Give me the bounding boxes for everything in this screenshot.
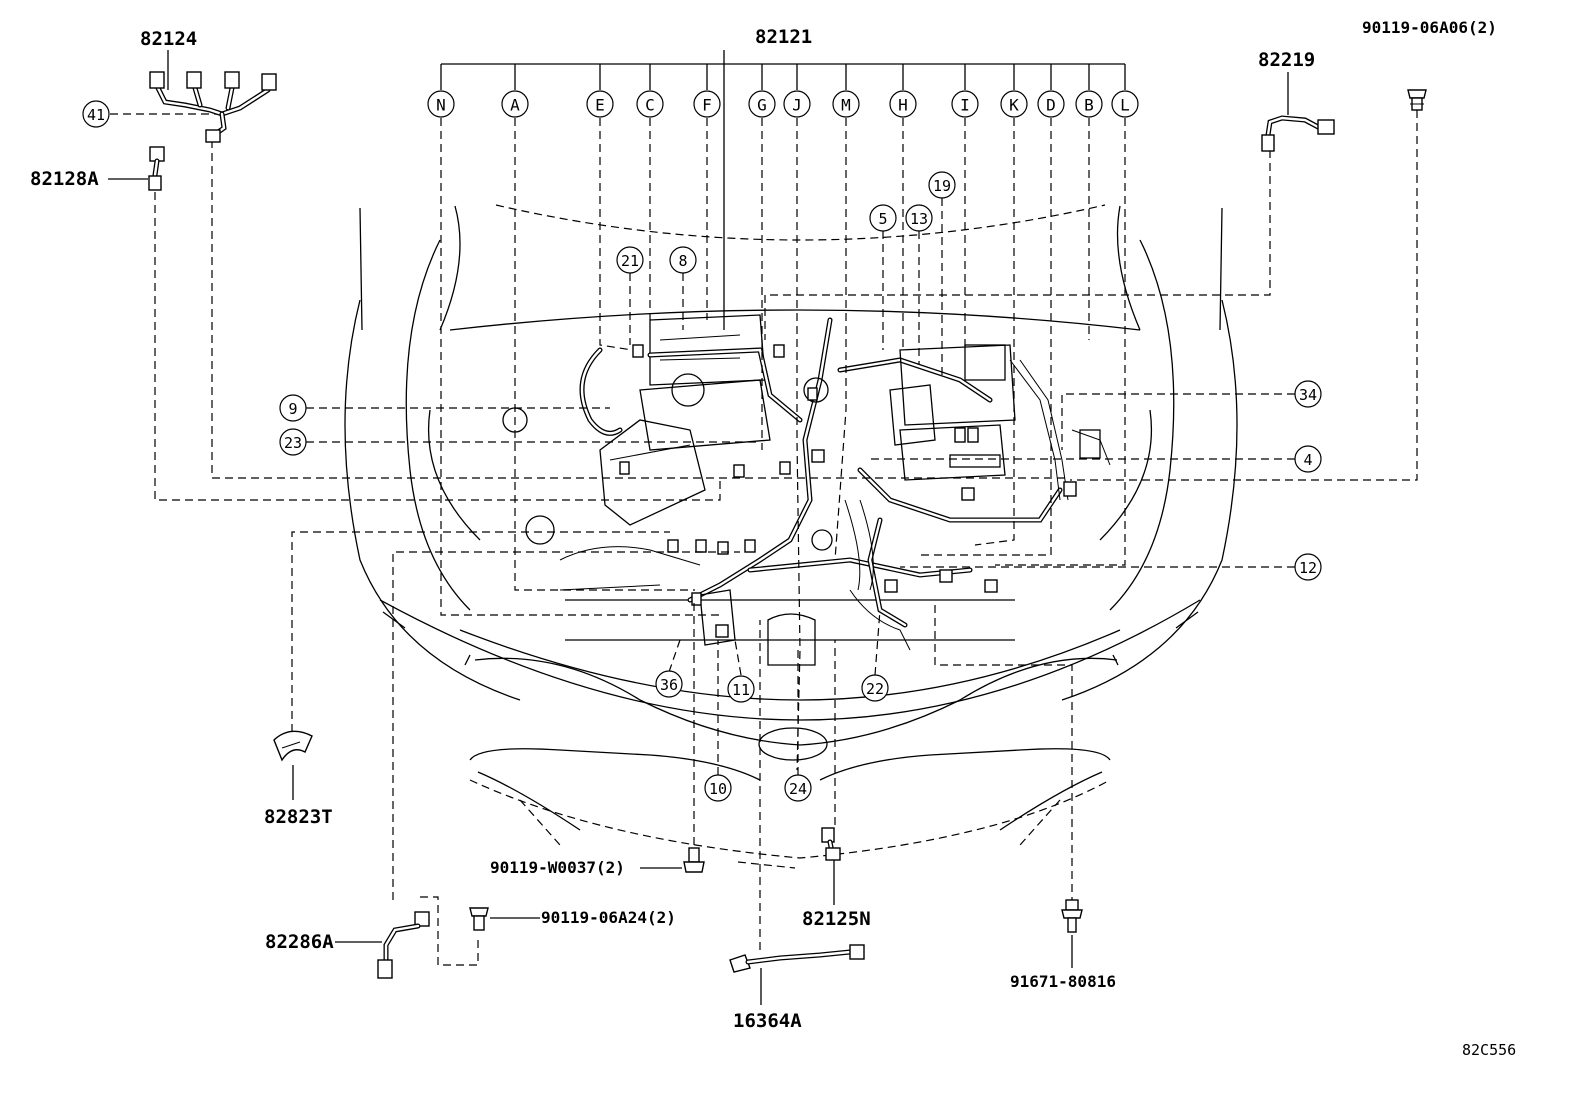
number-callout-22: 22 [861,674,889,702]
svg-text:34: 34 [1299,386,1317,404]
part-82823T-illustration [273,730,313,762]
svg-text:8: 8 [678,252,687,270]
svg-text:L: L [1120,96,1130,115]
number-callout-41: 41 [82,100,110,128]
letter-callout: A [501,90,529,118]
bolt-91671-80816-icon [1061,899,1083,933]
svg-text:A: A [510,96,520,115]
bolt-90119-06A06-icon [1407,89,1427,111]
part-82125N-illustration [821,827,841,861]
letter-callout: H [889,90,917,118]
letter-callout: E [586,90,614,118]
bolt-90119-W0037-icon [683,847,705,873]
part-label-82219: 82219 [1258,49,1315,71]
svg-text:11: 11 [732,681,750,699]
svg-text:D: D [1046,96,1056,115]
harness-82121-bracket [440,50,1126,330]
part-label-91671-80816: 91671-80816 [1010,972,1116,991]
number-callout-19: 19 [928,171,956,199]
svg-text:10: 10 [709,780,727,798]
vehicle-outline [344,204,1238,859]
svg-text:12: 12 [1299,559,1317,577]
letter-callouts: N A E C F G J M H I K D B L [427,90,1139,118]
svg-text:22: 22 [866,680,884,698]
part-label-82125N: 82125N [802,908,871,930]
part-label-90119-06A24: 90119-06A24(2) [541,908,676,927]
svg-text:21: 21 [621,252,639,270]
letter-callout: L [1111,90,1139,118]
number-callout-13: 13 [905,204,933,232]
number-callout-34: 34 [1294,380,1322,408]
svg-text:4: 4 [1303,451,1312,469]
letter-callout: D [1037,90,1065,118]
bolt-90119-06A24-icon [469,907,489,931]
letter-callout: M [832,90,860,118]
svg-text:9: 9 [288,400,297,418]
letter-callout: G [748,90,776,118]
svg-text:F: F [702,96,712,115]
svg-text:13: 13 [910,210,928,228]
part-82124-illustration [149,71,277,143]
letter-callout: N [427,90,455,118]
svg-text:M: M [841,96,851,115]
svg-text:19: 19 [933,177,951,195]
letter-callout: C [636,90,664,118]
svg-text:36: 36 [660,676,678,694]
svg-text:N: N [436,96,446,115]
diagram-code: 82C556 [1462,1041,1516,1059]
number-callout-9: 9 [279,394,307,422]
part-labels: 82124 82121 82128A 82219 90119-06A06(2) … [30,18,1516,1059]
part-label-82286A: 82286A [265,931,334,953]
svg-text:I: I [960,96,970,115]
svg-text:H: H [898,96,908,115]
svg-text:41: 41 [87,106,105,124]
engine-components [502,314,1111,651]
number-callout-5: 5 [869,204,897,232]
part-label-82124: 82124 [140,28,197,50]
number-callout-24: 24 [784,774,812,802]
number-callout-8: 8 [669,246,697,274]
number-callouts: 41 21 8 5 13 19 9 23 34 4 12 36 11 22 10… [82,100,1322,802]
part-label-82121: 82121 [755,26,812,48]
letter-callout: B [1075,90,1103,118]
part-82128A-illustration [148,146,165,191]
part-82219-illustration [1261,115,1335,152]
letter-callout: K [1000,90,1028,118]
part-16364A-illustration [729,944,865,973]
svg-text:K: K [1009,96,1019,115]
letter-callout: F [693,90,721,118]
svg-text:23: 23 [284,434,302,452]
number-callout-10: 10 [704,774,732,802]
part-label-16364A: 16364A [733,1010,802,1032]
dashed-leaders [110,110,1418,966]
part-82286A-illustration [377,911,430,979]
part-label-90119-06A06: 90119-06A06(2) [1362,18,1497,37]
number-callout-36: 36 [655,670,683,698]
solid-leaders [108,50,1289,1005]
number-callout-11: 11 [727,675,755,703]
svg-text:24: 24 [789,780,807,798]
svg-text:C: C [645,96,655,115]
part-label-90119-W0037: 90119-W0037(2) [490,858,625,877]
svg-text:B: B [1084,96,1094,115]
svg-text:G: G [757,96,767,115]
number-callout-4: 4 [1294,445,1322,473]
number-callout-23: 23 [279,428,307,456]
svg-text:E: E [595,96,605,115]
letter-callout: J [783,90,811,118]
part-label-82823T: 82823T [264,806,333,828]
part-label-82128A: 82128A [30,168,99,190]
number-callout-21: 21 [616,246,644,274]
svg-text:5: 5 [878,210,887,228]
svg-text:J: J [792,96,802,115]
number-callout-12: 12 [1294,553,1322,581]
letter-callout: I [951,90,979,118]
